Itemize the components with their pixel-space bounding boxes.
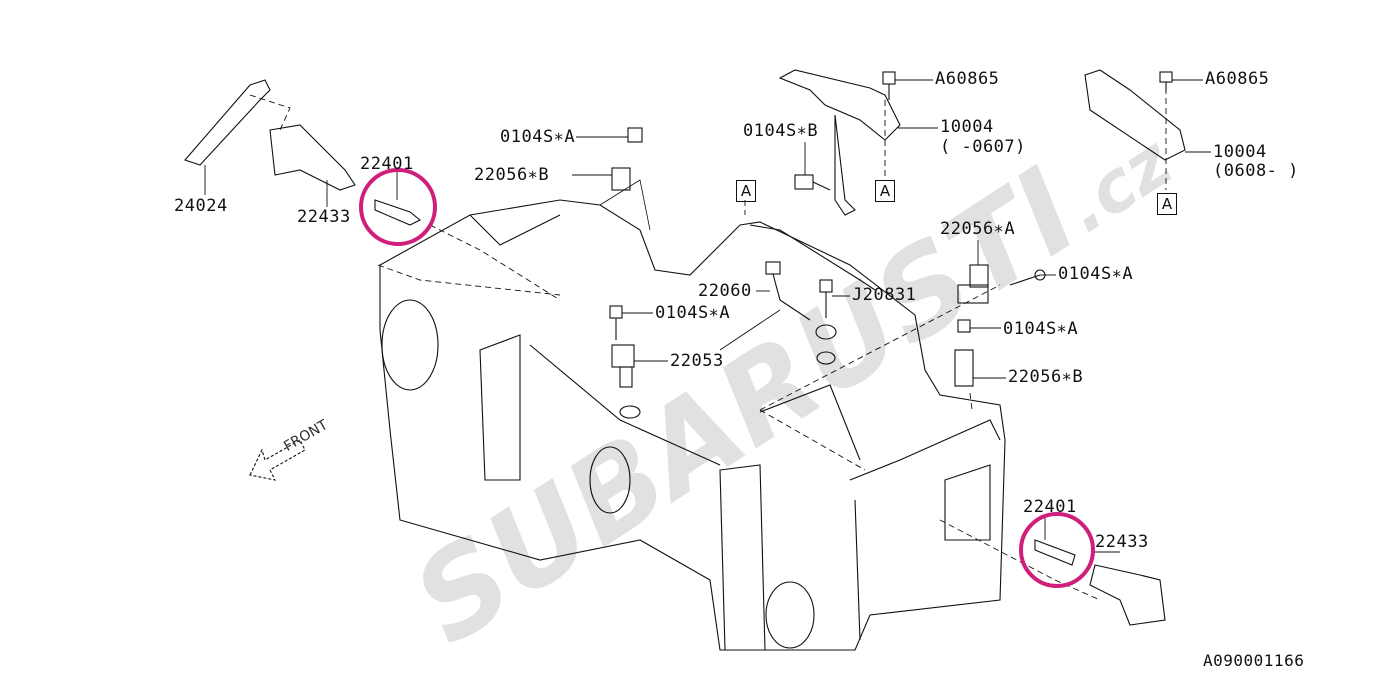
sensors-and-bolts: [609, 71, 1173, 419]
left-coil-assembly: [184, 79, 422, 226]
part-label-a60865-2[interactable]: A60865: [1205, 69, 1270, 89]
ref-mark-a-1: A: [736, 180, 756, 202]
right-coil-assembly: [1034, 539, 1166, 626]
part-label-j20831[interactable]: J20831: [852, 285, 917, 305]
part-label-24024[interactable]: 24024: [174, 196, 228, 216]
part-label-0104s-a-4[interactable]: 0104S∗A: [1003, 319, 1079, 339]
part-label-0104s-a-2[interactable]: 0104S∗A: [1058, 264, 1134, 284]
part-label-22060[interactable]: 22060: [698, 281, 752, 301]
part-label-a60865-1[interactable]: A60865: [935, 69, 1000, 89]
part-label-0104s-b[interactable]: 0104S∗B: [743, 121, 819, 141]
brackets: [778, 69, 1186, 216]
part-label-22053[interactable]: 22053: [670, 351, 724, 371]
ref-mark-a-2: A: [875, 180, 895, 202]
part-label-22433-right[interactable]: 22433: [1095, 532, 1149, 552]
part-label-22056-b-1[interactable]: 22056∗B: [474, 165, 550, 185]
part-label-22056-a[interactable]: 22056∗A: [940, 219, 1016, 239]
highlight-circle-right-plug: [1019, 512, 1095, 588]
part-label-10004-1[interactable]: 10004: [940, 117, 994, 137]
part-label-0104s-a-1[interactable]: 0104S∗A: [500, 127, 576, 147]
part-label-0104s-a-3[interactable]: 0104S∗A: [655, 303, 731, 323]
engine-block: [379, 179, 1006, 651]
part-range-10004-1: ( -0607): [940, 137, 1026, 157]
leader-lines: [204, 79, 1211, 553]
part-label-22433-left[interactable]: 22433: [297, 207, 351, 227]
part-label-22401-right[interactable]: 22401: [1023, 497, 1077, 517]
part-range-10004-2: (0608- ): [1213, 161, 1299, 181]
diagram-id: A090001166: [1203, 651, 1305, 670]
part-label-22056-b-2[interactable]: 22056∗B: [1008, 367, 1084, 387]
ref-mark-a-3: A: [1157, 193, 1177, 215]
part-label-10004-2[interactable]: 10004: [1213, 142, 1267, 162]
part-label-22401-left[interactable]: 22401: [360, 154, 414, 174]
highlight-circle-left-plug: [359, 168, 437, 246]
guide-lines: [249, 88, 1167, 601]
